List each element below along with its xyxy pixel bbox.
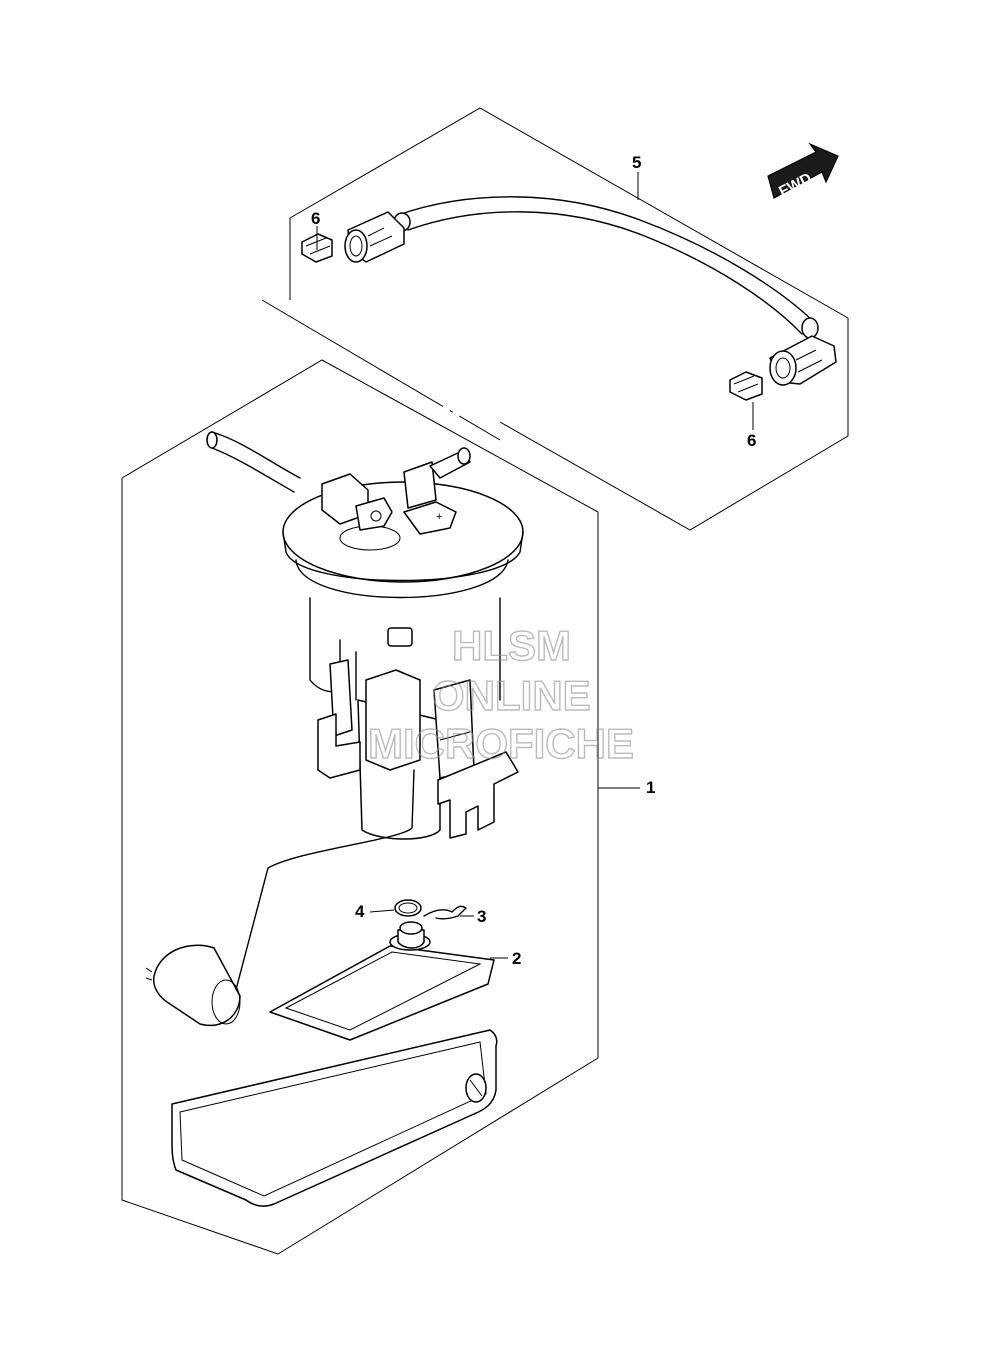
pump-electrical-connector (321, 473, 393, 531)
watermark-line-3: MICROFICHE (368, 720, 634, 767)
pump-body (309, 597, 501, 840)
pump-bracket (317, 713, 519, 839)
o-ring (394, 899, 422, 917)
pump-wire-harness (206, 431, 301, 493)
fuel-hose (393, 196, 819, 339)
fuel-level-float (145, 769, 415, 1027)
fuel-outlet-pipe: + (403, 447, 471, 535)
callout-3: 3 (477, 907, 486, 926)
leader-lines (316, 172, 754, 959)
fwd-direction-arrow: FWD (767, 142, 839, 200)
retaining-clip (423, 905, 467, 920)
hose-assembly-frame (261, 107, 849, 531)
fuel-tray (171, 1029, 498, 1207)
callout-1: 1 (646, 778, 655, 797)
callout-5: 5 (632, 153, 641, 172)
quick-connector-right (769, 335, 837, 386)
pump-flange (282, 481, 524, 599)
quick-connector-left (344, 211, 405, 263)
pump-assembly-frame (121, 359, 599, 1255)
svg-text:+: + (436, 511, 442, 523)
watermark-line-2: ONLINE (432, 672, 591, 719)
watermark: HLSM ONLINE MICROFICHE (367, 621, 634, 767)
callout-4: 4 (355, 902, 365, 921)
fuel-filter (269, 921, 495, 1041)
watermark-line-1: HLSM (452, 622, 571, 669)
callout-6-right: 6 (747, 431, 756, 450)
hose-clip-right (729, 371, 763, 401)
callout-2: 2 (512, 949, 521, 968)
callout-6-left: 6 (311, 209, 320, 228)
